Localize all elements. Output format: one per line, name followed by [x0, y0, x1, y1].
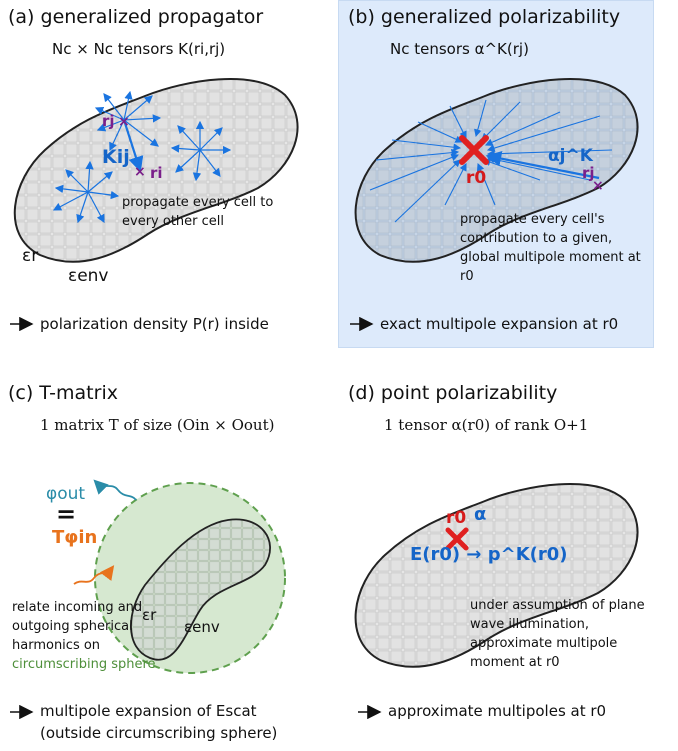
panel-c-result-1: multipole expansion of Escat	[40, 702, 257, 720]
label-kij: Kij	[102, 146, 130, 168]
panel-a-title: (a) generalized propagator	[8, 6, 264, 28]
panel-c-note-green: circumscribing sphere	[12, 657, 156, 672]
phi-out-label: φout	[46, 484, 86, 504]
eps-r-label: εr	[142, 606, 157, 624]
svg-text:×: ×	[118, 114, 130, 130]
label-ri: ri	[150, 164, 163, 182]
label-r0: r0	[466, 168, 487, 188]
eps-env-label: εenv	[184, 618, 220, 636]
formula-label: E(r0) → p^K(r0)	[410, 544, 568, 565]
panel-a-subtitle: Nc × Nc tensors K(ri,rj)	[52, 40, 226, 58]
panel-c-subtitle: 1 matrix T of size (Oin × Oout)	[40, 416, 275, 434]
panel-b-body: ×	[354, 78, 639, 263]
t-phi-in-text: Tφin	[52, 527, 98, 548]
panel-a-body: × ×	[13, 78, 299, 263]
label-alpha: α	[474, 504, 487, 525]
panel-b-result: exact multipole expansion at r0	[380, 315, 619, 333]
panel-d-result: approximate multipoles at r0	[388, 702, 607, 720]
panel-b-title: (b) generalized polarizability	[348, 6, 621, 28]
panel-a-note: propagate every cell to every other cell	[122, 195, 274, 229]
panel-c-result-2: (outside circumscribing sphere)	[40, 724, 278, 742]
label-alpha-j: αj^K	[548, 146, 593, 166]
panel-b-note: propagate every cell's contribution to a…	[460, 212, 641, 284]
label-rj: rj	[102, 112, 115, 130]
equals-sign: =	[56, 500, 77, 528]
panel-c-note-text: relate incoming and outgoing spherical h…	[12, 600, 143, 653]
panel-c-title: (c) T-matrix	[8, 382, 118, 404]
panel-d-note: under assumption of plane wave illuminat…	[470, 598, 645, 670]
result-arrows	[10, 316, 382, 720]
panel-d-body	[354, 483, 639, 668]
label-r0: r0	[446, 508, 467, 528]
eps-r-label: εr	[22, 246, 39, 266]
panel-c-body	[73, 479, 286, 674]
label-rj: rj	[582, 164, 595, 182]
svg-text:×: ×	[134, 164, 146, 180]
panel-b-subtitle: Nc tensors α^K(rj)	[390, 40, 529, 58]
svg-text:×: ×	[592, 178, 604, 194]
eps-env-label: εenv	[68, 266, 109, 286]
panel-a-result: polarization density P(r) inside	[40, 315, 269, 333]
panel-d-subtitle: 1 tensor α(r0) of rank O+1	[384, 416, 589, 434]
panel-c-note: relate incoming and outgoing spherical h…	[12, 598, 172, 674]
panel-d-title: (d) point polarizability	[348, 382, 558, 404]
t-phi-in-label: Tφin	[52, 527, 97, 548]
